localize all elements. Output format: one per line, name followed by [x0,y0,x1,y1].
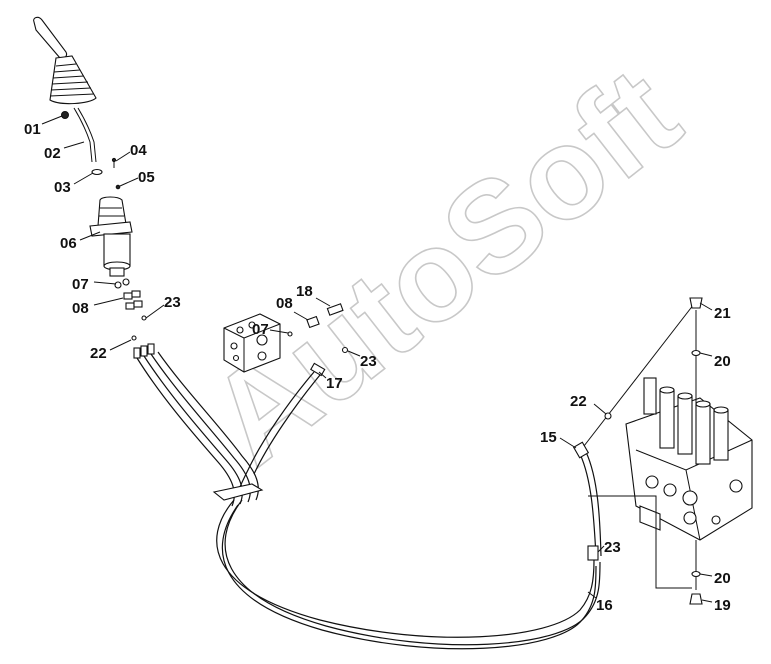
callout-labels: 01 02 03 04 05 06 07 08 23 22 07 08 18 1… [24,121,731,614]
callout-05: 05 [138,169,155,186]
callout-23-right: 23 [604,539,621,556]
part-19-fitting [689,593,703,605]
part-15-fitting [572,441,590,459]
part-23-fitting-right [587,545,599,561]
callout-23-left: 23 [164,294,181,311]
part-18-fitting [326,303,344,316]
callout-08-mid: 08 [276,295,293,312]
part-20-washer-top [691,349,701,357]
callout-20-bottom: 20 [714,570,731,587]
callout-08-left: 08 [72,300,89,317]
callout-04: 04 [130,142,147,159]
part-01-nut [61,111,69,119]
callout-22-left: 22 [90,345,107,362]
callout-06: 06 [60,235,77,252]
part-20-washer-bottom [691,570,701,578]
part-07-manifold-block [223,313,281,373]
control-valve [625,377,753,541]
part-22-washer-right [604,412,612,420]
callout-01: 01 [24,121,41,138]
hose-from-block [237,371,321,493]
valve-pipe-lines [583,303,697,590]
part-03-washer [91,168,103,176]
callout-20-top: 20 [714,353,731,370]
left-fittings [114,278,155,359]
part-21-fitting [689,297,703,309]
callout-23-mid: 23 [360,353,377,370]
part-16-long-hose [216,451,602,650]
joystick-handle [33,16,97,105]
callout-02: 02 [44,145,61,162]
hose-clamp [212,483,264,501]
callout-07-left: 07 [72,276,89,293]
callout-18: 18 [296,283,313,300]
callout-19: 19 [714,597,731,614]
callout-03: 03 [54,179,71,196]
part-17-fitting [310,362,326,377]
callout-07-mid: 07 [252,321,269,338]
leader-lines [41,115,713,603]
part-02-lever-rod [73,107,97,163]
callout-15: 15 [540,429,557,446]
part-04-pin [111,157,117,168]
callout-16: 16 [596,597,613,614]
part-05-pin [115,184,121,190]
callout-22-right: 22 [570,393,587,410]
callout-17: 17 [326,375,343,392]
callout-21: 21 [714,305,731,322]
part-08-adapter [287,315,320,337]
part-23-washer-mid [341,346,349,354]
part-06-pilot-valve [89,196,133,277]
